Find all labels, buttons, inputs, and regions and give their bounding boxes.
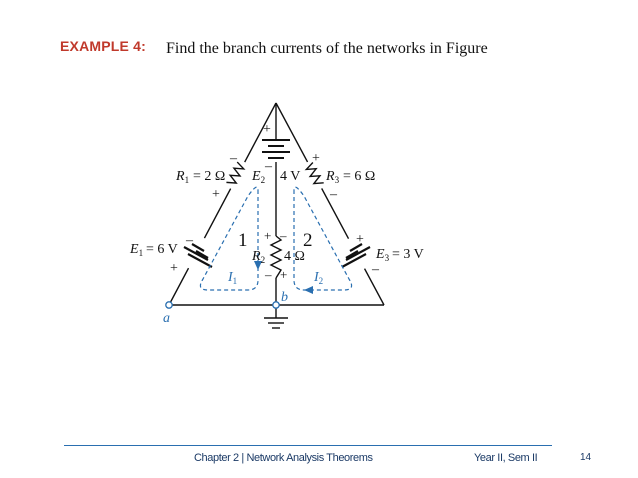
e3-minus: – [371, 262, 380, 277]
page-number: 14 [580, 452, 592, 463]
circuit-wires [168, 102, 385, 329]
battery-e3 [328, 230, 380, 280]
r2-minus: – [279, 228, 287, 243]
node-b-junction [272, 301, 280, 309]
loop-2-label: 2 [303, 230, 313, 251]
r1-minus: – [229, 151, 238, 166]
r2-lower-minus: – [264, 267, 272, 282]
e2-value: 4 V [280, 169, 300, 184]
node-b-label: b [281, 290, 288, 305]
example-label: EXAMPLE 4: [60, 38, 147, 54]
resistor-r2 [269, 235, 283, 279]
e2-symbol: E2 [251, 169, 265, 185]
problem-prompt: Find the branch currents of the networks… [166, 40, 488, 57]
footer-chapter: Chapter 2 | Network Analysis Theorems [194, 452, 373, 464]
resistor-r1 [220, 156, 254, 194]
e1-label: = 6 V [146, 242, 178, 257]
resistor-r3 [298, 156, 332, 194]
i2-label: I2 [313, 270, 323, 286]
r2-value: 4 Ω [284, 249, 305, 264]
loop-current-arrows [254, 261, 313, 294]
r2-symbol: R2 [251, 249, 265, 265]
r1-plus: + [212, 187, 220, 202]
battery-e2 [262, 139, 290, 159]
e1-symbol: E1 [129, 242, 143, 258]
r3-label: = 6 Ω [343, 169, 375, 184]
footer-year-sem: Year II, Sem II [474, 452, 538, 464]
r1-symbol: R1 [175, 169, 189, 185]
r3-symbol: R3 [325, 169, 340, 185]
e2-minus: – [264, 159, 273, 174]
e1-plus: + [170, 261, 178, 276]
e3-label: = 3 V [392, 247, 424, 262]
i1-label: I1 [227, 270, 237, 286]
r3-minus: – [329, 187, 338, 202]
r3-plus: + [312, 151, 320, 166]
r2-lower-plus: + [280, 267, 287, 282]
e3-plus: + [356, 232, 364, 247]
loop-current-paths [199, 186, 353, 291]
r2-plus: + [264, 228, 271, 243]
node-a-terminal [165, 301, 173, 309]
battery-e1 [174, 230, 226, 280]
e3-symbol: E3 [375, 247, 390, 263]
node-a-label: a [163, 311, 170, 326]
r1-label: = 2 Ω [193, 169, 225, 184]
footer-rule [64, 445, 552, 446]
e2-plus: + [263, 122, 271, 137]
e1-minus: – [185, 233, 194, 248]
loop-1-label: 1 [238, 230, 248, 251]
